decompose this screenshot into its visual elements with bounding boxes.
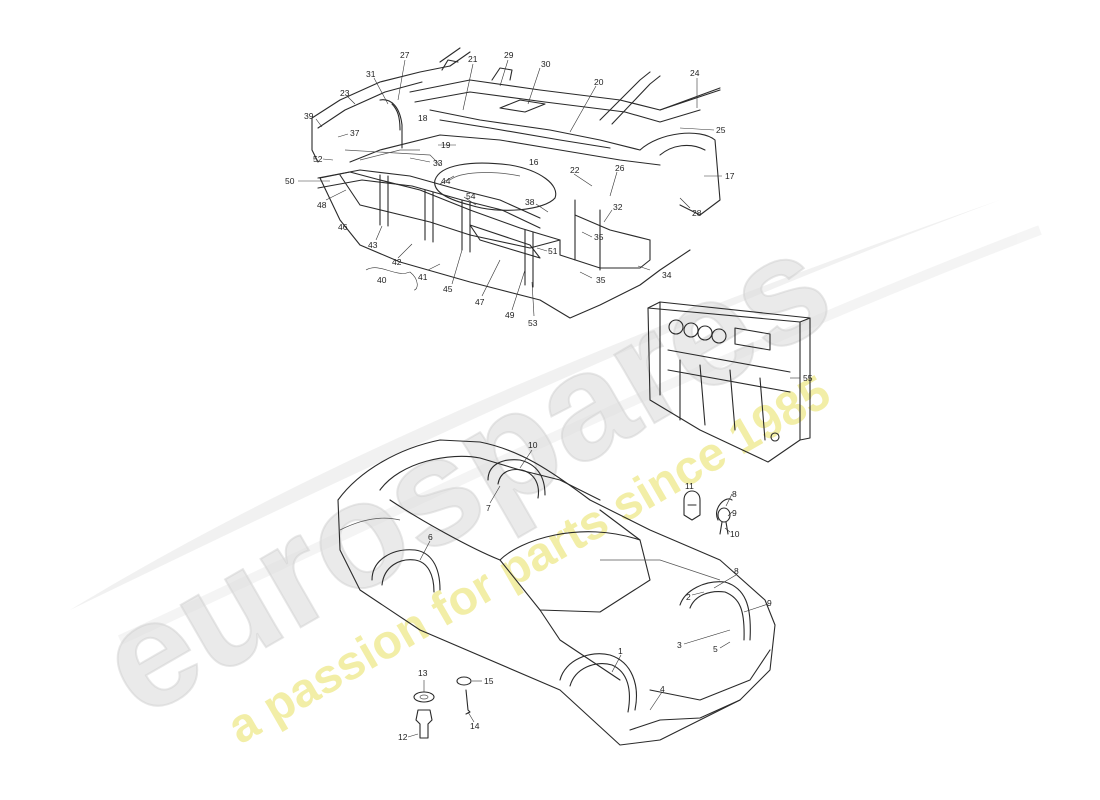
callout-42: 42 xyxy=(392,257,402,267)
callout-37: 37 xyxy=(350,128,360,138)
fasteners xyxy=(413,676,472,739)
callout-35a: 35 xyxy=(594,232,604,242)
callout-31: 31 xyxy=(366,69,376,79)
callout-30: 30 xyxy=(541,59,551,69)
callout-32: 32 xyxy=(613,202,623,212)
callout-17: 17 xyxy=(725,171,735,181)
callout-8b: 8 xyxy=(734,566,739,576)
callout-44: 44 xyxy=(441,176,451,186)
callout-9a: 9 xyxy=(732,508,737,518)
callout-35b: 35 xyxy=(596,275,606,285)
clip-parts xyxy=(683,490,733,535)
callout-48: 48 xyxy=(317,200,327,210)
callout-5: 5 xyxy=(713,644,718,654)
callout-50: 50 xyxy=(285,176,295,186)
callout-23: 23 xyxy=(340,88,350,98)
callouts: 27 21 29 30 20 24 31 23 39 37 18 25 19 5… xyxy=(285,50,813,742)
callout-9b: 9 xyxy=(767,598,772,608)
callout-22: 22 xyxy=(570,165,580,175)
callout-16: 16 xyxy=(529,157,539,167)
callout-3: 3 xyxy=(677,640,682,650)
callout-45: 45 xyxy=(443,284,453,294)
callout-24: 24 xyxy=(690,68,700,78)
callout-15: 15 xyxy=(484,676,494,686)
callout-28: 28 xyxy=(692,208,702,218)
callout-1: 1 xyxy=(618,646,623,656)
rear-body-section xyxy=(311,47,721,319)
callout-4: 4 xyxy=(660,684,665,694)
callout-10b: 10 xyxy=(730,529,740,539)
watermark-swoosh xyxy=(70,200,1042,645)
callout-18: 18 xyxy=(418,113,428,123)
callout-26: 26 xyxy=(615,163,625,173)
callout-12: 12 xyxy=(398,732,408,742)
callout-33: 33 xyxy=(433,158,443,168)
callout-14: 14 xyxy=(470,721,480,731)
callout-41: 41 xyxy=(418,272,428,282)
callout-46: 46 xyxy=(338,222,348,232)
callout-47: 47 xyxy=(475,297,485,307)
rear-panel-insert xyxy=(647,301,811,463)
callout-8a: 8 xyxy=(732,489,737,499)
callout-39: 39 xyxy=(304,111,314,121)
callout-13: 13 xyxy=(418,668,428,678)
callout-53: 53 xyxy=(528,318,538,328)
callout-11: 11 xyxy=(685,481,694,491)
callout-21: 21 xyxy=(468,54,478,64)
callout-2: 2 xyxy=(686,592,691,602)
callout-19: 19 xyxy=(441,140,451,150)
callout-51: 51 xyxy=(548,246,558,256)
car-body-shell xyxy=(337,439,776,746)
callout-52: 52 xyxy=(313,154,323,164)
callout-29: 29 xyxy=(504,50,514,60)
callout-38: 38 xyxy=(525,197,535,207)
callout-34: 34 xyxy=(662,270,672,280)
callout-55: 55 xyxy=(803,373,813,383)
callout-10a: 10 xyxy=(528,440,538,450)
callout-54: 54 xyxy=(466,191,476,201)
callout-49: 49 xyxy=(505,310,515,320)
callout-27: 27 xyxy=(400,50,410,60)
callout-43: 43 xyxy=(368,240,378,250)
callout-6: 6 xyxy=(428,532,433,542)
callout-7: 7 xyxy=(486,503,491,513)
callout-20: 20 xyxy=(594,77,604,87)
callout-40: 40 xyxy=(377,275,387,285)
callout-25: 25 xyxy=(716,125,726,135)
